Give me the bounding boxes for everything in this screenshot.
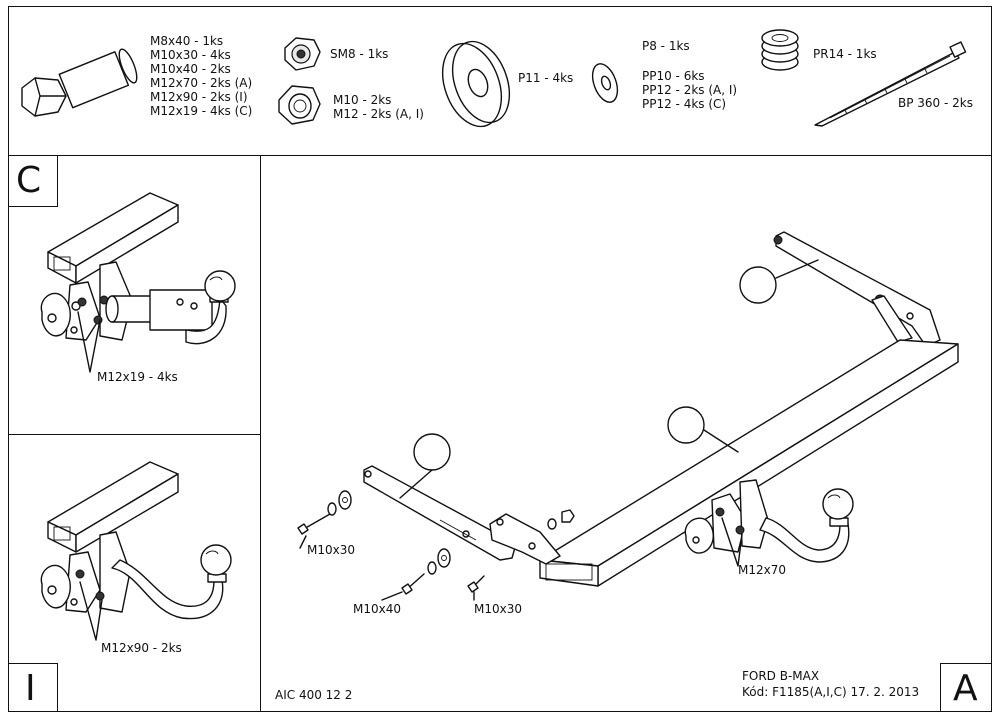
panel-c-letter: C <box>16 160 42 201</box>
vehicle-model: FORD B-MAX <box>742 669 820 683</box>
panel-i-letter-box <box>8 663 58 712</box>
product-code: Kód: F1185(A,I,C) 17. 2. 2013 <box>742 685 920 699</box>
main-letter: A <box>953 668 978 709</box>
panel-c-bolt-callout: M12x19 - 4ks <box>97 370 178 384</box>
bolt-label-m10x30-right: M10x30 <box>474 602 522 616</box>
bolt-label-m10x30-left: M10x30 <box>307 543 355 557</box>
hex-bolt-icon <box>21 48 138 117</box>
pp-list-item: PP10 - 6ks <box>642 69 705 83</box>
sm8-label: SM8 - 1ks <box>330 47 389 61</box>
callout-a-upper-circle <box>739 266 777 304</box>
sm8-nut-icon <box>284 37 321 71</box>
pp-list-item: PP12 - 2ks (A, I) <box>642 83 738 97</box>
spring-washer-icon <box>761 29 799 71</box>
cable-tie-icon <box>814 41 967 127</box>
drawing-code: AIC 400 12 2 <box>275 688 353 702</box>
p8-label: P8 - 1ks <box>642 39 690 53</box>
callout-b-circle <box>667 406 705 444</box>
small-washer-icon <box>591 63 619 103</box>
bolt-list-item: M10x40 - 2ks <box>150 62 231 76</box>
bolt-list-item: M8x40 - 1ks <box>150 34 224 48</box>
panel-i-letter: I <box>25 668 36 709</box>
callout-a-lower-circle <box>413 433 451 471</box>
bolt-list-item: M10x30 - 4ks <box>150 48 231 62</box>
panel-c-letter-box <box>8 155 58 207</box>
bolt-list-item: M12x90 - 2ks (I) <box>150 90 248 104</box>
large-washer-icon <box>441 40 511 128</box>
pr14-label: PR14 - 1ks <box>813 47 877 61</box>
parts-header-frame <box>8 6 992 156</box>
bolt-label-m10x40: M10x40 <box>353 602 401 616</box>
nut-list-item: M10 - 2ks <box>333 93 392 107</box>
panel-i-bolt-callout: M12x90 - 2ks <box>101 641 182 655</box>
p11-label: P11 - 4ks <box>518 71 574 85</box>
panel-i-drawing <box>40 461 232 641</box>
panel-i-frame <box>8 434 261 712</box>
main-letter-box <box>940 663 992 712</box>
bp360-label: BP 360 - 2ks <box>898 96 973 110</box>
bolt-list-item: M12x70 - 2ks (A) <box>150 76 253 90</box>
panel-c-drawing <box>40 192 236 373</box>
pp-list-item: PP12 - 4ks (C) <box>642 97 727 111</box>
main-assembly-drawing <box>297 231 959 601</box>
hex-nut-icon <box>278 85 321 125</box>
bolt-label-m12x70: M12x70 <box>738 563 786 577</box>
nut-list-item: M12 - 2ks (A, I) <box>333 107 424 121</box>
bolt-list-item: M12x19 - 4ks (C) <box>150 104 253 118</box>
